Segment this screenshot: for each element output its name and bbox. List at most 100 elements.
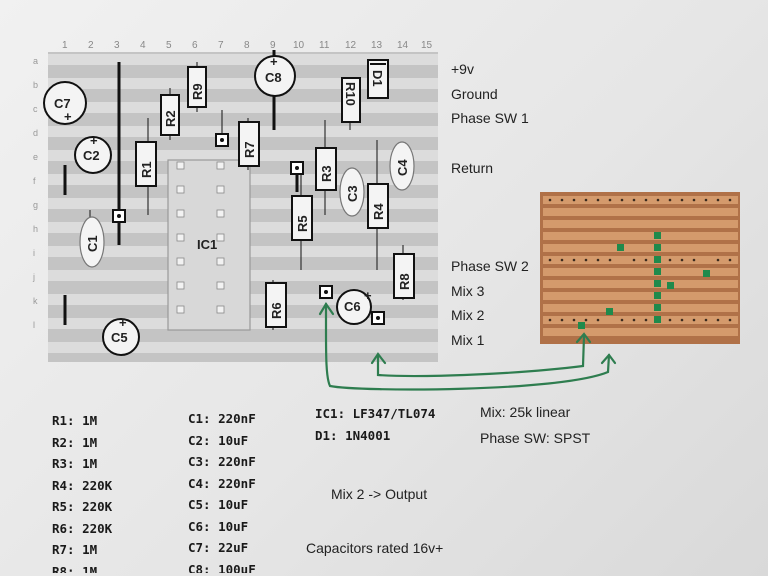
row-h: h [33,224,38,234]
capacitor-c7 [43,81,87,125]
plus-c5: + [119,315,127,330]
label-return: Return [451,160,493,176]
col-2: 2 [88,40,94,51]
label-r4: R4 [371,203,386,220]
label-c2: C2 [83,148,100,163]
label-plus9v: +9v [451,61,474,77]
note-phase-sw: Phase SW: SPST [480,430,591,446]
bom-r5: R5: 220K [52,499,113,514]
row-e: e [33,152,38,162]
label-c8: C8 [265,70,282,85]
stripboard-photo [540,192,740,344]
ic1-label: IC1 [197,237,217,252]
row-a: a [33,56,38,66]
col-3: 3 [114,40,120,51]
row-l: l [33,320,35,330]
bom-resistors: R1: 1M R2: 1M R3: 1M R4: 220K R5: 220K R… [52,410,112,573]
bom-d1: D1: 1N4001 [315,428,391,443]
row-letters: a b c d e f g h i j k l [32,56,38,330]
row-f: f [33,176,36,186]
label-ground: Ground [451,86,498,102]
col-9: 9 [270,40,276,51]
resistor-r5 [291,195,313,241]
bom-c7: C7: 22uF [188,540,249,555]
row-j: j [32,272,35,282]
label-r7: R7 [242,141,257,158]
label-r3: R3 [319,165,334,182]
label-r5: R5 [295,215,310,232]
bom-r3: R3: 1M [52,456,98,471]
ic1-chip: IC1 [167,159,251,331]
resistor-r3 [315,147,337,191]
label-phase-sw1: Phase SW 1 [451,110,529,126]
col-6: 6 [192,40,198,51]
row-k: k [33,296,38,306]
plus-c8: + [270,54,278,69]
capacitor-c4 [389,141,415,191]
row-g: g [33,200,38,210]
plus-c6: + [364,288,372,303]
row-i: i [33,248,35,258]
row-c: c [33,104,38,114]
capacitor-c3 [339,167,365,217]
plus-c2: + [90,133,98,148]
resistor-r1 [135,141,157,187]
capacitor-c1 [79,216,105,268]
label-r9: R9 [190,83,205,100]
col-11: 11 [319,40,330,51]
bom-r7: R7: 1M [52,542,98,557]
col-10: 10 [293,40,305,51]
bom-c3: C3: 220nF [188,454,256,469]
label-phase-sw2: Phase SW 2 [451,258,529,274]
capacitor-c2 [74,136,112,174]
label-c6: C6 [344,299,361,314]
col-7: 7 [218,40,224,51]
strip-labels: +9v Ground Phase SW 1 Return Phase SW 2 … [451,61,529,348]
plus-c7: + [64,109,72,124]
label-r10: R10 [343,82,358,106]
capacitor-c5 [102,318,140,356]
col-1: 1 [62,40,68,51]
label-c3: C3 [345,185,360,202]
resistor-r7 [238,121,260,167]
resistor-r6 [265,282,287,328]
row-d: d [33,128,38,138]
bom-r6: R6: 220K [52,520,113,536]
col-12: 12 [345,40,357,51]
bom-ic-diode: IC1: LF347/TL074 D1: 1N4001 [315,403,435,447]
row-b: b [33,80,38,90]
label-r2: R2 [163,110,178,127]
bom-c1: C1: 220nF [188,411,256,426]
column-numbers: 1 2 3 4 5 6 7 8 9 10 11 12 13 14 15 [62,40,433,51]
label-mix3: Mix 3 [451,283,485,299]
col-5: 5 [166,40,172,51]
bom-r4: R4: 220K [52,477,113,493]
label-mix1: Mix 1 [451,332,485,348]
note-mix2-output: Mix 2 -> Output [331,486,428,502]
bom-c8: C8: 100uF [188,561,256,573]
col-8: 8 [244,40,250,51]
bom-c4: C4: 220nF [188,475,256,491]
resistors [135,59,415,328]
col-15: 15 [421,40,433,51]
bom-capacitors: C1: 220nF C2: 10uF C3: 220nF C4: 220nF C… [188,408,256,573]
bom-r1: R1: 1M [52,413,98,428]
film-capacitors [79,141,415,268]
label-r1: R1 [139,161,154,178]
capacitor-c8 [254,55,296,97]
col-4: 4 [140,40,146,51]
resistor-r4 [367,183,389,229]
green-output-wires [318,301,617,391]
resistor-r10 [341,77,361,123]
bom-r8: R8: 1M [52,563,98,573]
label-c4: C4 [395,159,410,176]
note-mix-pot: Mix: 25k linear [480,404,571,420]
col-13: 13 [371,40,383,51]
electrolytic-capacitors [43,55,372,356]
capacitor-c6 [336,289,372,325]
bom-ic1: IC1: LF347/TL074 [315,406,436,421]
label-r6: R6 [269,302,284,319]
label-mix2: Mix 2 [451,307,485,323]
label-c7: C7 [54,96,71,111]
